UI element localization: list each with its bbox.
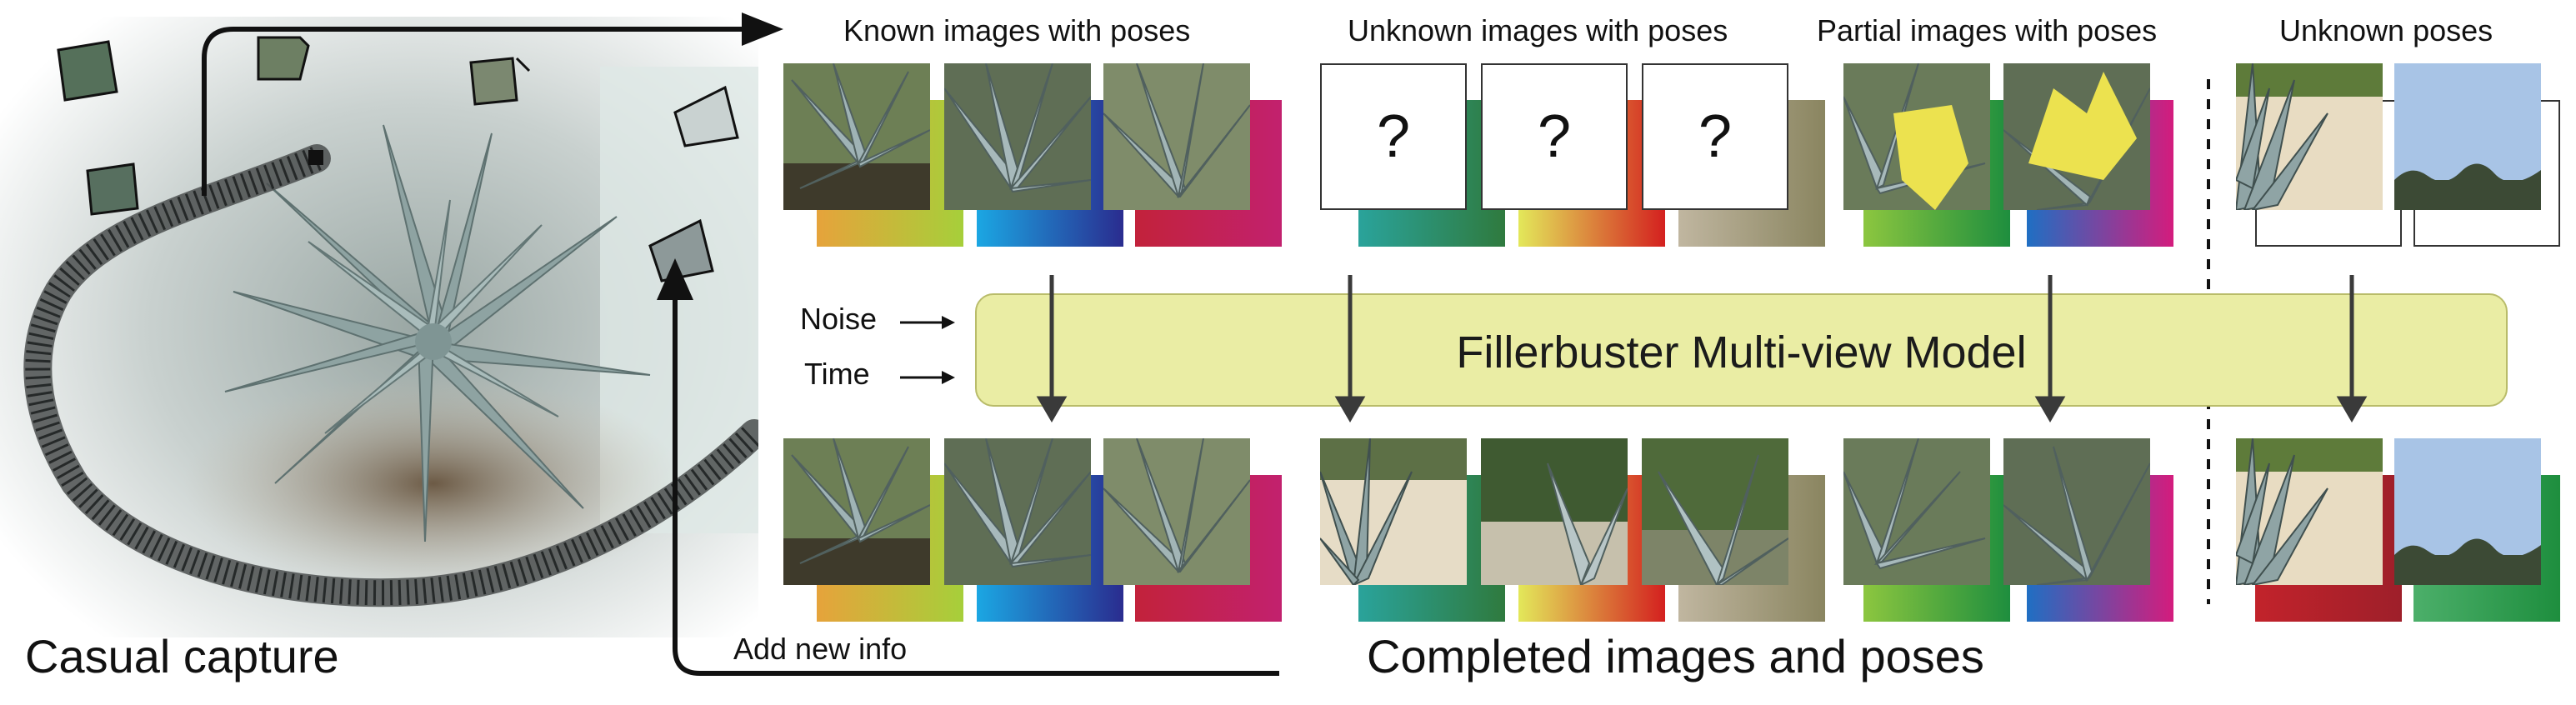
sand-agave-image xyxy=(2236,63,2383,210)
masked-agave-image xyxy=(1843,63,1990,210)
unknown-image-placeholder: ? xyxy=(1481,63,1628,210)
agave-plant xyxy=(224,124,651,542)
heading-unknown-images: Unknown images with poses xyxy=(1348,13,1728,48)
agave-image xyxy=(944,63,1091,210)
flow-arrow-add-info xyxy=(657,258,1279,676)
generated-image xyxy=(1642,438,1788,585)
camera-frustum-icon xyxy=(648,218,714,282)
time-label: Time xyxy=(804,357,870,391)
inpainted-agave-image xyxy=(2003,438,2150,585)
casual-capture-scene xyxy=(0,17,768,638)
generated-image xyxy=(1481,438,1628,585)
noise-label: Noise xyxy=(800,302,878,336)
agave-image xyxy=(1103,63,1250,210)
camera-frustum-icon xyxy=(673,85,739,148)
camera-trajectory xyxy=(23,144,768,608)
agave-image xyxy=(944,438,1091,585)
generated-image xyxy=(1320,438,1467,585)
completed-caption: Completed images and poses xyxy=(1367,630,1984,682)
model-down-arrows xyxy=(1036,275,2368,422)
masked-agave-image xyxy=(2003,63,2150,210)
camera-frustum-icon xyxy=(57,40,118,102)
camera-frustum-icon xyxy=(469,57,531,106)
sand-agave-image xyxy=(2236,438,2383,585)
multiview-model-box: Fillerbuster Multi-view Model xyxy=(975,293,2508,407)
casual-capture-caption: Casual capture xyxy=(25,630,339,682)
time-arrow xyxy=(900,371,955,384)
flow-arrow-to-inputs xyxy=(202,12,783,196)
heading-known: Known images with poses xyxy=(843,13,1191,48)
agave-image xyxy=(1103,438,1250,585)
sky-image xyxy=(2394,63,2541,210)
model-title: Fillerbuster Multi-view Model xyxy=(1456,328,2027,378)
heading-partial: Partial images with poses xyxy=(1817,13,2158,48)
camera-frustum-icon xyxy=(257,36,310,81)
agave-image xyxy=(783,63,930,210)
add-info-caption: Add new info xyxy=(733,632,908,666)
unknown-image-placeholder: ? xyxy=(1642,63,1788,210)
agave-image xyxy=(783,438,930,585)
noise-arrow xyxy=(900,316,955,329)
unknown-image-placeholder: ? xyxy=(1320,63,1467,210)
camera-frustum-icon xyxy=(86,162,139,216)
sky-image xyxy=(2394,438,2541,585)
heading-unknown-poses: Unknown poses xyxy=(2279,13,2493,48)
inpainted-agave-image xyxy=(1843,438,1990,585)
